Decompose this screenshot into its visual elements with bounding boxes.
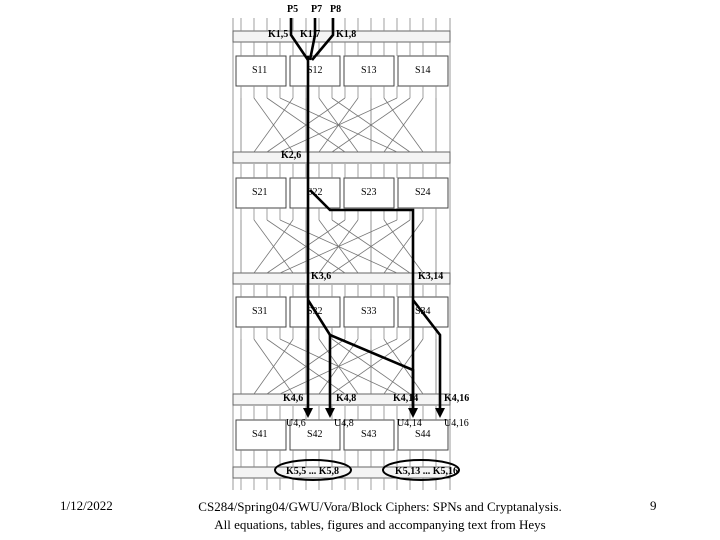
input-p5: P5	[287, 4, 298, 15]
trail-p8	[311, 18, 335, 61]
footer-title: CS284/Spring04/GWU/Vora/Block Ciphers: S…	[150, 498, 610, 534]
sbox-box-r1-3	[343, 55, 395, 87]
u-4-16: U4,16	[444, 418, 469, 429]
u-4-14: U4,14	[397, 418, 422, 429]
sbox-s32: S32	[307, 306, 323, 317]
sbox-s31: S31	[252, 306, 268, 317]
sbox-s11: S11	[252, 65, 267, 76]
key-k3-14: K3,14	[418, 271, 443, 282]
footer-title-line2: All equations, tables, figures and accom…	[214, 517, 546, 532]
trail-s32-out	[306, 299, 415, 410]
sbox-box-r1-1	[235, 55, 287, 87]
key-k1-5: K1,5	[268, 29, 288, 40]
sbox-s12: S12	[307, 65, 323, 76]
perm-r1-13	[279, 97, 398, 153]
key-bar-4	[232, 393, 451, 406]
footer-title-line1: CS284/Spring04/GWU/Vora/Block Ciphers: S…	[198, 499, 562, 514]
perm-r1-5	[253, 97, 294, 153]
sbox-s13: S13	[361, 65, 377, 76]
u-4-6: U4,6	[286, 418, 306, 429]
key-group-ellipse-1	[274, 459, 352, 481]
sbox-s33: S33	[361, 306, 377, 317]
key-k2-6: K2,6	[281, 150, 301, 161]
sbox-s41: S41	[252, 429, 268, 440]
key-bar-2	[232, 151, 451, 164]
sbox-box-r1-4	[397, 55, 449, 87]
sbox-box-r2-3	[343, 177, 395, 209]
perm-r2-14	[331, 219, 411, 274]
perm-r1-9	[266, 97, 346, 153]
perm-r2-15	[383, 219, 424, 274]
linear-trail	[274, 18, 460, 481]
key-k4-16: K4,16	[444, 393, 469, 404]
sbox-box-r4-1	[235, 419, 287, 451]
perm-r2-5	[253, 219, 294, 274]
sbox-s43: S43	[361, 429, 377, 440]
perm-r2-9	[266, 219, 346, 274]
key-k4-14: K4,14	[393, 393, 418, 404]
footer-page-number: 9	[650, 498, 657, 513]
key-k4-6: K4,6	[283, 393, 303, 404]
sbox-s44: S44	[415, 429, 431, 440]
sbox-s14: S14	[415, 65, 431, 76]
perm-r3-13	[279, 338, 398, 395]
trail-p7	[308, 18, 317, 61]
sbox-s42: S42	[307, 429, 323, 440]
perm-r3-5	[253, 338, 294, 395]
key-bar-5	[232, 466, 451, 479]
sbox-s22: S22	[307, 187, 323, 198]
static-structure	[232, 18, 451, 490]
perm-r3-9	[266, 338, 346, 395]
u-4-8: U4,8	[334, 418, 354, 429]
input-p7: P7	[311, 4, 322, 15]
key-group-ellipse-2	[382, 459, 460, 481]
trail-s34-out	[411, 299, 442, 410]
trail-p5	[289, 18, 310, 61]
sbox-box-r4-3	[343, 419, 395, 451]
key-group-k5-5-8: K5,5 ... K5,8	[286, 466, 339, 477]
sbox-box-r1-2	[289, 55, 341, 87]
labels: P5 P7 P8 K1,5 K1,7 K1,8 S11 S12 S13 S14 …	[252, 4, 469, 477]
key-group-k5-13-16: K5,13 ... K5,16	[395, 466, 458, 477]
arrow-3	[408, 408, 418, 418]
perm-r2-13	[279, 219, 398, 274]
sbox-box-r4-2	[289, 419, 341, 451]
input-p8: P8	[330, 4, 341, 15]
trail-s22-to-k314	[309, 189, 415, 410]
key-k4-8: K4,8	[336, 393, 356, 404]
arrow-4	[435, 408, 445, 418]
key-k1-8: K1,8	[336, 29, 356, 40]
key-bar-3	[232, 272, 451, 285]
key-k1-7: K1,7	[300, 29, 320, 40]
sbox-box-r3-3	[343, 296, 395, 328]
arrow-2	[325, 408, 335, 418]
key-k3-6: K3,6	[311, 271, 331, 282]
key-bar-1	[232, 30, 451, 43]
sbox-box-r2-2	[289, 177, 341, 209]
arrow-1	[303, 408, 313, 418]
perm-r1-15	[383, 97, 424, 153]
sbox-s23: S23	[361, 187, 377, 198]
sbox-box-r3-1	[235, 296, 287, 328]
sbox-s21: S21	[252, 187, 268, 198]
perm-r1-14	[331, 97, 411, 153]
perm-r3-14	[331, 338, 411, 395]
sbox-s24: S24	[415, 187, 431, 198]
footer-date: 1/12/2022	[60, 498, 113, 513]
sbox-s34: S34	[415, 306, 431, 317]
sbox-box-r2-1	[235, 177, 287, 209]
